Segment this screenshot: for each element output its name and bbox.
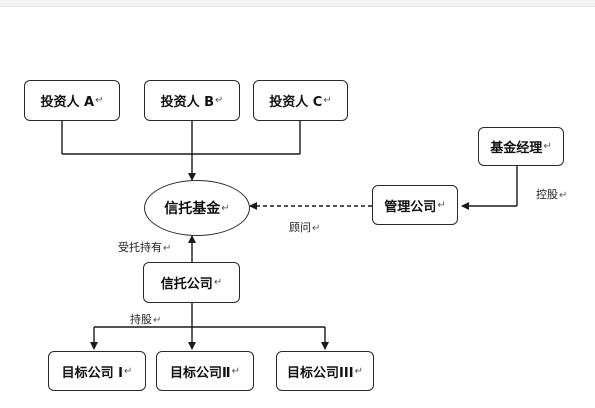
paragraph-mark: ↵ xyxy=(163,243,172,254)
node-trust-fund: 信托基金↵ xyxy=(144,180,250,236)
paragraph-mark: ↵ xyxy=(215,95,224,106)
node-target-company-2: 目标公司Ⅱ↵ xyxy=(156,351,254,391)
paragraph-mark: ↵ xyxy=(559,190,568,201)
paragraph-mark: ↵ xyxy=(221,202,230,214)
node-target-company-1: 目标公司 I↵ xyxy=(48,351,146,391)
paragraph-mark: ↵ xyxy=(231,365,240,377)
paragraph-mark: ↵ xyxy=(95,95,104,106)
edge-label-entrusted-holding: 受托持有↵ xyxy=(118,239,171,255)
paragraph-mark: ↵ xyxy=(543,141,552,152)
node-fund-manager-label: 基金经理 xyxy=(490,141,543,156)
window-top-strip xyxy=(0,0,595,7)
node-investor-a: 投资人 A↵ xyxy=(24,80,120,121)
paragraph-mark: ↵ xyxy=(123,365,133,377)
node-target-company-3-label: 目标公司III xyxy=(287,365,354,381)
edge-label-advisor: 顾问↵ xyxy=(289,219,320,235)
node-target-company-2-label: 目标公司Ⅱ xyxy=(170,365,231,381)
node-trust-company: 信托公司↵ xyxy=(143,262,240,303)
paragraph-mark: ↵ xyxy=(437,199,446,211)
node-investor-c-label: 投资人 C xyxy=(269,95,323,110)
edge-label-shareholding: 持股↵ xyxy=(130,311,161,327)
node-investor-b-label: 投资人 B xyxy=(160,95,215,110)
node-target-company-1-label: 目标公司 I xyxy=(61,365,123,381)
node-management-company: 管理公司↵ xyxy=(372,185,458,225)
paragraph-mark: ↵ xyxy=(153,315,162,326)
edge-label-holding-control: 控股↵ xyxy=(536,186,567,202)
node-target-company-3: 目标公司III↵ xyxy=(276,351,374,391)
edge-label-holding-control-text: 控股 xyxy=(536,188,558,201)
edge-label-shareholding-text: 持股 xyxy=(130,313,152,326)
node-trust-fund-label: 信托基金 xyxy=(164,201,221,217)
edge-label-entrusted-holding-text: 受托持有 xyxy=(118,241,162,254)
node-management-company-label: 管理公司 xyxy=(384,199,437,215)
paragraph-mark: ↵ xyxy=(213,277,223,288)
node-trust-company-label: 信托公司 xyxy=(160,277,213,292)
paragraph-mark: ↵ xyxy=(354,365,363,377)
node-investor-b: 投资人 B↵ xyxy=(144,80,240,121)
node-investor-c: 投资人 C↵ xyxy=(253,80,348,121)
node-fund-manager: 基金经理↵ xyxy=(478,127,564,166)
paragraph-mark: ↵ xyxy=(323,95,332,106)
node-investor-a-label: 投资人 A xyxy=(40,95,95,110)
paragraph-mark: ↵ xyxy=(312,223,321,234)
edge-label-advisor-text: 顾问 xyxy=(289,221,311,234)
